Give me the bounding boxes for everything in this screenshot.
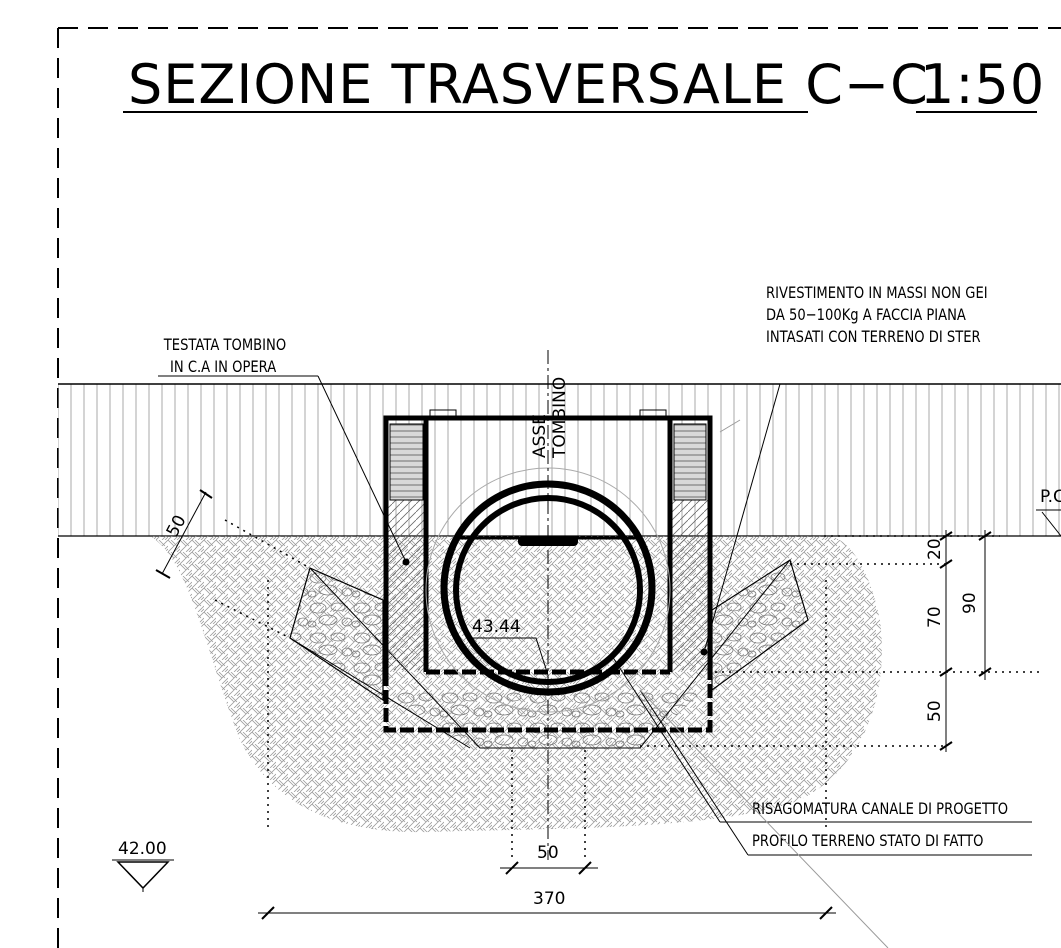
pc-marker: P.C [1036,487,1061,537]
dim-right-bottom: 50 [925,700,945,722]
reference-elevation-value: 42.00 [118,839,167,859]
extension-lines [214,519,1040,860]
annotation-rivestimento: RIVESTIMENTO IN MASSI NON GEI DA 50−100K… [700,284,988,656]
risagomatura-label: RISAGOMATURA CANALE DI PROGETTO [752,800,1008,819]
axis-label-2: TOMBINO [550,377,570,459]
section-title: SEZIONE TRASVERSALE C−C [128,53,929,116]
dim-bottom-small: 50 [537,843,559,863]
reference-elevation: 42.00 [112,839,174,892]
testata-line1: TESTATA TOMBINO [163,336,286,355]
annotation-profilo: PROFILO TERRENO STATO DI FATTO [639,689,1032,948]
invert-elevation: 43.44 [470,617,549,676]
embankment-band [58,383,1061,537]
dim-right-mid: 70 [925,606,945,628]
rivestimento-line1: RIVESTIMENTO IN MASSI NON GEI [766,284,988,303]
scale-label: 1:50 [920,53,1045,116]
annotation-testata: TESTATA TOMBINO IN C.A IN OPERA [158,336,410,566]
axis-label-1: ASSE [530,414,550,458]
riprap-lining [289,559,809,748]
rivestimento-line2: DA 50−100Kg A FACCIA PIANA [766,306,966,325]
bottom-dimensions: 50 370 [258,843,836,920]
profilo-label: PROFILO TERRENO STATO DI FATTO [752,832,984,851]
headwall [383,409,713,733]
invert-elevation-value: 43.44 [472,617,521,637]
annotation-risagomatura: RISAGOMATURA CANALE DI PROGETTO [611,655,1032,823]
dim-right-total: 90 [960,592,980,614]
testata-line2: IN C.A IN OPERA [170,358,276,377]
dim-bottom-total: 370 [533,889,565,909]
dim-right-top: 20 [925,538,945,560]
right-dimensions: 20 70 90 50 [925,530,992,752]
rivestimento-line3: INTASATI CON TERRENO DI STER [766,328,981,347]
pc-label: P.C [1040,487,1061,507]
